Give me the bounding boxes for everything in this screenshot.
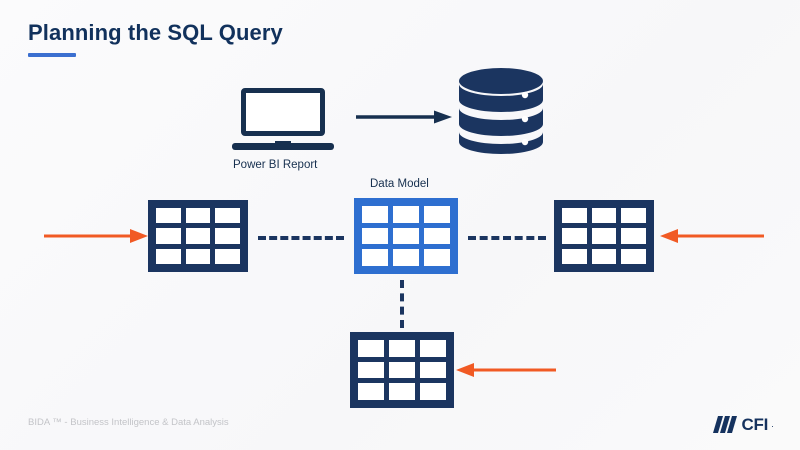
table-cell — [591, 248, 617, 264]
table-cell — [389, 383, 415, 400]
table-cell — [362, 227, 388, 245]
table-cell — [185, 228, 211, 244]
data-model-label: Data Model — [370, 178, 429, 190]
input-arrow-bottom-icon — [456, 362, 556, 378]
table-cell — [358, 383, 384, 400]
table-cell — [393, 249, 419, 266]
table-cell — [621, 228, 646, 244]
table-cell — [362, 206, 388, 223]
table-cell — [215, 248, 240, 264]
table-cell — [420, 383, 446, 400]
table-cell — [185, 208, 211, 224]
power-bi-report-label: Power BI Report — [233, 159, 318, 171]
table-cell — [621, 208, 646, 224]
table-cell — [358, 340, 384, 357]
table-cell — [393, 206, 419, 223]
table-cell — [393, 227, 419, 245]
table-cell — [562, 208, 587, 224]
table-node-bottom — [350, 332, 454, 408]
cfi-logo-word: CFI — [741, 415, 769, 434]
page-title-block: Planning the SQL Query — [28, 22, 283, 57]
table-cell — [156, 208, 181, 224]
table-node-left — [148, 200, 248, 272]
table-cell — [424, 249, 450, 266]
table-cell — [215, 228, 240, 244]
table-node-data-model — [354, 198, 458, 274]
report-to-database-arrow-icon — [356, 110, 452, 124]
table-cell — [362, 249, 388, 266]
title-accent-rule — [28, 53, 76, 57]
laptop-screen-icon — [241, 88, 325, 136]
page-title: Planning the SQL Query — [28, 20, 283, 45]
laptop-icon — [232, 88, 334, 150]
laptop-base-icon — [232, 143, 334, 150]
connector-model-to-bottom — [400, 280, 404, 328]
table-cell — [156, 228, 181, 244]
table-cell — [591, 208, 617, 224]
table-cell — [621, 248, 646, 264]
connector-left-to-model — [258, 236, 344, 240]
table-cell — [591, 228, 617, 244]
cfi-logo: CFI · — [712, 415, 774, 434]
cfi-logo-mark-icon — [712, 416, 737, 433]
connector-model-to-right — [468, 236, 546, 240]
cfi-logo-trademark-mark: · — [771, 421, 774, 431]
table-cell — [562, 228, 587, 244]
table-cell — [185, 248, 211, 264]
table-cell — [562, 248, 587, 264]
input-arrow-left-icon — [44, 228, 148, 244]
table-cell — [420, 340, 446, 357]
table-node-right — [554, 200, 654, 272]
table-cell — [424, 227, 450, 245]
table-cell — [156, 248, 181, 264]
table-cell — [420, 361, 446, 379]
table-cell — [358, 361, 384, 379]
table-cell — [389, 361, 415, 379]
input-arrow-right-icon — [660, 228, 764, 244]
table-cell — [215, 208, 240, 224]
database-icon — [459, 66, 543, 154]
table-cell — [389, 340, 415, 357]
table-cell — [424, 206, 450, 223]
footer-course-label: BIDA ™ - Business Intelligence & Data An… — [28, 417, 229, 428]
